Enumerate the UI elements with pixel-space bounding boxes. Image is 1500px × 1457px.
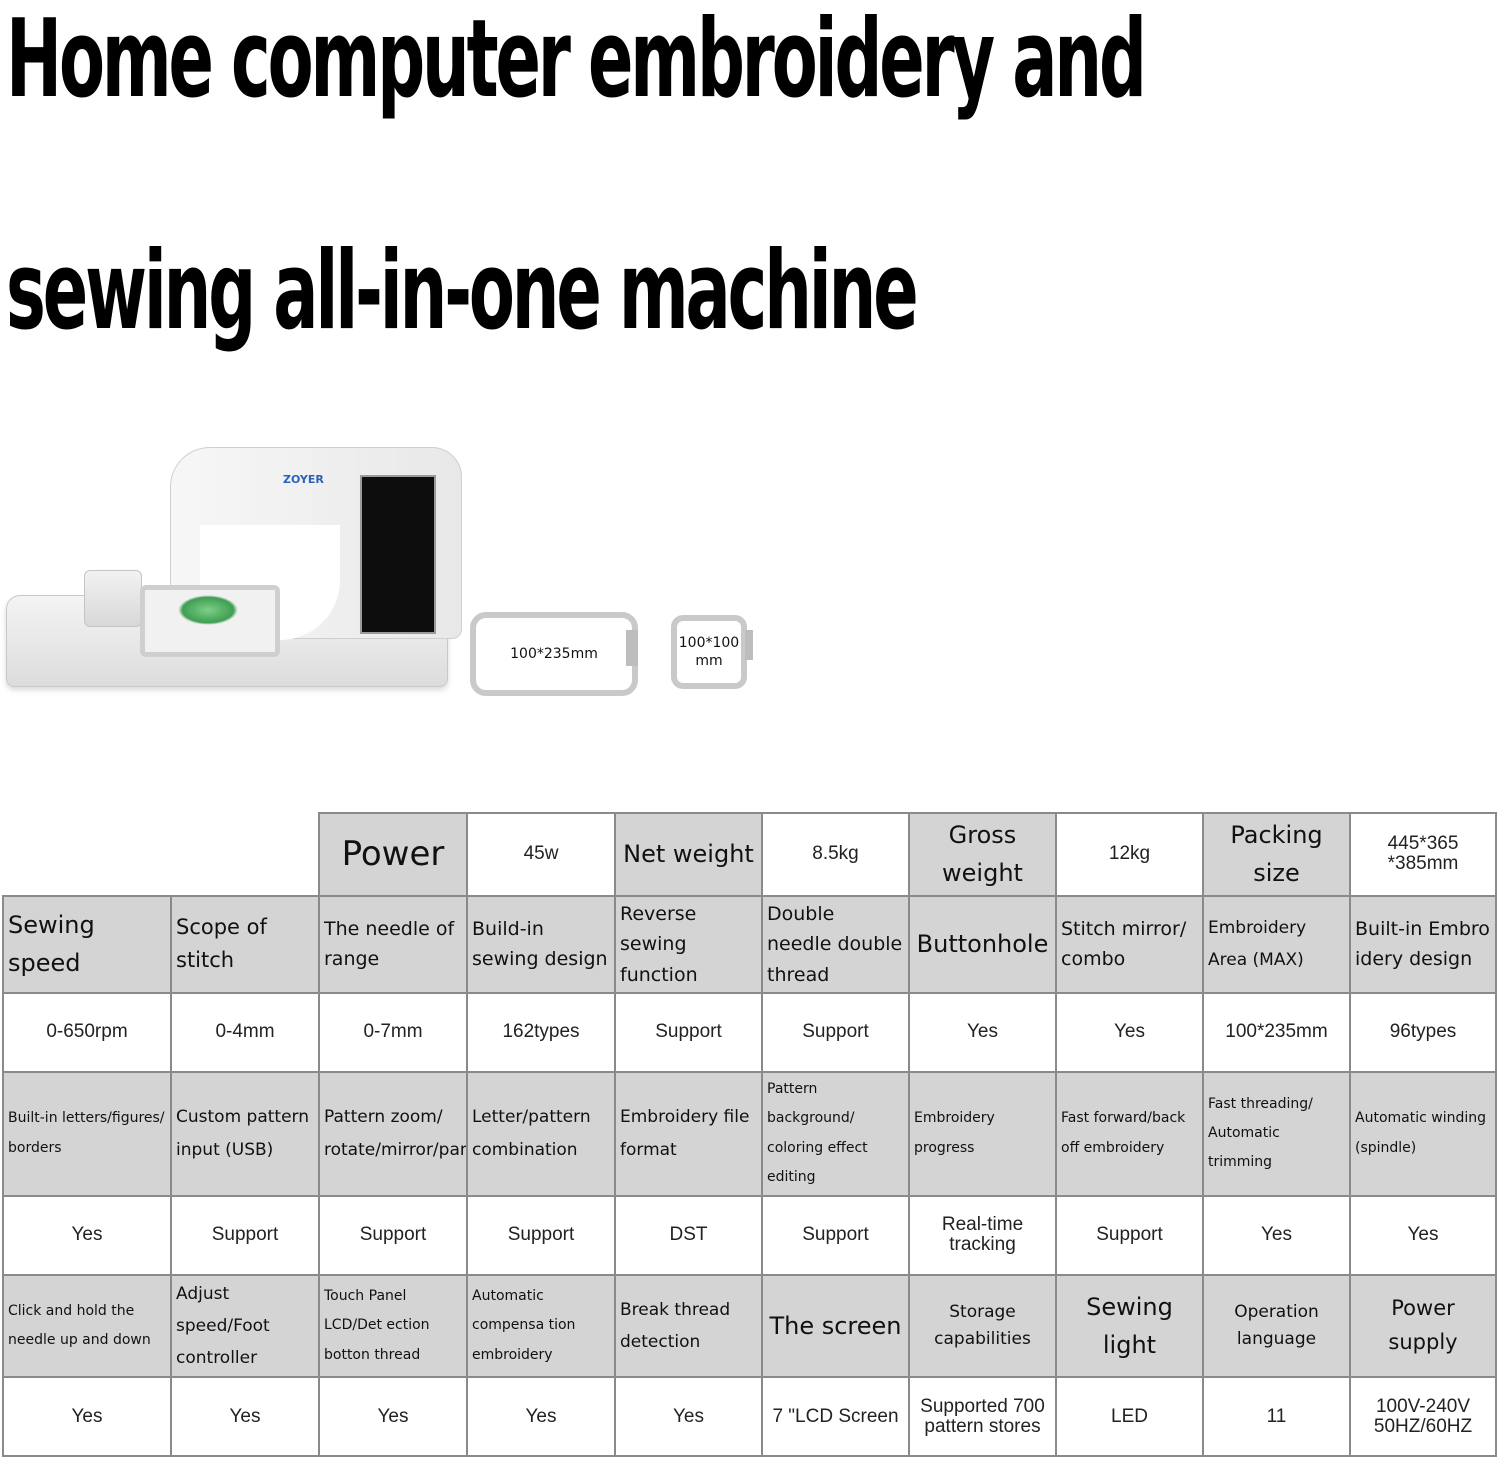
spec-label: Break thread detection [614, 1273, 763, 1379]
spec-label: Pattern zoom/ rotate/mirror/pan [318, 1070, 468, 1197]
spec-value: Support [761, 1194, 910, 1276]
spec-label: Power [318, 812, 468, 897]
spec-value: Supported 700 pattern stores [908, 1376, 1057, 1457]
spec-label: Touch Panel LCD/Det ection botton thread [318, 1273, 468, 1379]
spec-value: 0-7mm [318, 991, 468, 1073]
product-image: ZOYER 100*235mm 100*100 mm [0, 425, 780, 705]
spec-label: Storage capabilities [908, 1273, 1057, 1379]
spec-value: 100*235mm [1202, 991, 1351, 1073]
spec-value: Yes [466, 1376, 616, 1457]
spec-value: LED [1055, 1376, 1204, 1457]
spec-value: 445*365 *385mm [1349, 812, 1497, 897]
spec-value: 96types [1349, 991, 1497, 1073]
spec-value: 11 [1202, 1376, 1351, 1457]
spec-label: Letter/pattern combination [466, 1070, 616, 1197]
spec-label: Scope of stitch [170, 894, 320, 994]
spec-row-4-labels: Click and hold the needle up and down Ad… [2, 1273, 1497, 1379]
spec-value: 45w [466, 812, 616, 897]
spec-value: Support [761, 991, 910, 1073]
spec-value: Yes [170, 1376, 320, 1457]
spec-value: 8.5kg [761, 812, 910, 897]
spec-label: Embroidery Area (MAX) [1202, 894, 1351, 994]
spec-label: Operation language [1202, 1273, 1351, 1379]
spec-value: Real-time tracking [908, 1194, 1057, 1276]
embroidery-arm [84, 570, 142, 627]
spec-row-3-values: Yes Support Support Support DST Support … [2, 1194, 1497, 1276]
spec-table: Power 45w Net weight 8.5kg Gross weight … [2, 812, 1497, 1457]
spec-label: Embroidery file format [614, 1070, 763, 1197]
spec-value: Support [170, 1194, 320, 1276]
spec-label: Fast forward/back off embroidery [1055, 1070, 1204, 1197]
hoop-square: 100*100 mm [671, 615, 747, 689]
spec-value: 162types [466, 991, 616, 1073]
spec-value: Yes [1202, 1194, 1351, 1276]
machine-lcd-screen [360, 475, 436, 634]
spec-label: Fast threading/ Automatic trimming [1202, 1070, 1351, 1197]
spec-label: The screen [761, 1273, 910, 1379]
spec-value: Yes [908, 991, 1057, 1073]
spec-value: 100V-240V 50HZ/60HZ [1349, 1376, 1497, 1457]
spec-value: Support [466, 1194, 616, 1276]
spec-label: Packing size [1202, 812, 1351, 897]
spec-label: Stitch mirror/ combo [1055, 894, 1204, 994]
spec-label: Custom pattern input (USB) [170, 1070, 320, 1197]
spec-value: DST [614, 1194, 763, 1276]
spec-value: Yes [2, 1376, 172, 1457]
spec-value: Support [614, 991, 763, 1073]
spec-row-1: Power 45w Net weight 8.5kg Gross weight … [3, 812, 1497, 897]
spec-value: Yes [1349, 1194, 1497, 1276]
spec-value: 0-4mm [170, 991, 320, 1073]
headline-line-1: Home computer embroidery and [6, 0, 1147, 122]
spec-value: Support [318, 1194, 468, 1276]
spec-label: Sewing speed [2, 894, 172, 994]
spec-value: 7 "LCD Screen [761, 1376, 910, 1457]
spec-value: Yes [1055, 991, 1204, 1073]
spec-value: Yes [2, 1194, 172, 1276]
spec-row-2-values: 0-650rpm 0-4mm 0-7mm 162types Support Su… [2, 991, 1497, 1073]
hoop-large-clip [626, 630, 638, 666]
spec-label: Sewing light [1055, 1273, 1204, 1379]
spec-label: Automatic compensa tion embroidery [466, 1273, 616, 1379]
spec-label: Double needle double thread [761, 894, 910, 994]
spec-value: Yes [318, 1376, 468, 1457]
spec-label: Power supply [1349, 1273, 1497, 1379]
spec-label: Reverse sewing function [614, 894, 763, 994]
spec-value: Yes [614, 1376, 763, 1457]
headline-line-2: sewing all-in-one machine [6, 229, 919, 354]
spec-label: Adjust speed/Foot controller [170, 1273, 320, 1379]
spec-row-2-labels: Sewing speed Scope of stitch The needle … [2, 894, 1497, 994]
brand-logo: ZOYER [283, 473, 324, 486]
spec-value: 12kg [1055, 812, 1204, 897]
spec-row-4-values: Yes Yes Yes Yes Yes 7 "LCD Screen Suppor… [2, 1376, 1497, 1457]
spec-label: Embroidery progress [908, 1070, 1057, 1197]
spec-row-3-labels: Built-in letters/figures/ borders Custom… [2, 1070, 1497, 1197]
spec-label: Gross weight [908, 812, 1057, 897]
spec-label: Pattern background/ coloring effect edit… [761, 1070, 910, 1197]
spec-label: Buttonhole [908, 894, 1057, 994]
hoop-square-clip [745, 630, 753, 660]
spec-value: Support [1055, 1194, 1204, 1276]
spec-label: Built-in letters/figures/ borders [2, 1070, 172, 1197]
spec-value: 0-650rpm [2, 991, 172, 1073]
spec-label: The needle of range [318, 894, 468, 994]
spec-label: Automatic winding (spindle) [1349, 1070, 1497, 1197]
embroidery-flower [178, 595, 238, 625]
spec-label: Net weight [614, 812, 763, 897]
spec-label: Built-in Embro idery design [1349, 894, 1497, 994]
spec-label: Click and hold the needle up and down [2, 1273, 172, 1379]
spec-label: Build-in sewing design [466, 894, 616, 994]
hoop-large: 100*235mm [470, 612, 638, 696]
